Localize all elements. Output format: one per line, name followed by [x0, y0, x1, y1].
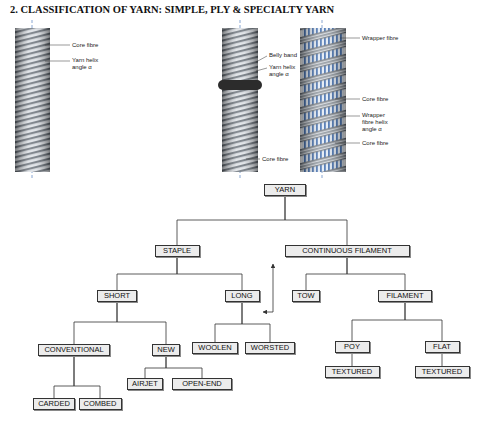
category-box: CONVENTIONAL — [38, 344, 110, 356]
tree-connector — [347, 257, 405, 290]
belly-band-yarn — [218, 20, 262, 180]
category-box: FLAT — [425, 341, 460, 353]
category-text: WORSTED — [251, 344, 289, 352]
tree-connector — [145, 356, 166, 378]
category-box: TOW — [292, 290, 320, 302]
wrapped-yarn — [300, 20, 346, 180]
tree-connector — [352, 302, 405, 341]
part-label: Core fibre — [362, 140, 388, 147]
category-text: POY — [344, 343, 360, 351]
category-text: NEW — [157, 346, 175, 354]
category-text: SHORT — [104, 292, 130, 300]
part-label: Wrapper fibre helix angle α — [362, 112, 398, 133]
category-text: COMBED — [84, 400, 117, 408]
category-text: CONTINUOUS FILAMENT — [302, 247, 392, 255]
category-text: OPEN-END — [182, 380, 222, 388]
category-box: OPEN-END — [172, 378, 232, 390]
category-text: TOW — [297, 292, 314, 300]
category-box: TEXTURED — [325, 366, 380, 378]
category-text: FILAMENT — [386, 292, 423, 300]
tree-connector — [177, 196, 285, 245]
category-text: STAPLE — [163, 247, 191, 255]
part-label: Core fibre — [362, 96, 388, 103]
part-label: Belly band — [269, 52, 297, 59]
category-box: LONG — [225, 290, 260, 302]
tree-connector — [352, 353, 353, 366]
tree-connector — [242, 302, 270, 342]
leader-lines — [45, 38, 360, 159]
tree-connector — [405, 302, 442, 341]
category-box: WORSTED — [245, 342, 295, 354]
category-box: POY — [335, 341, 370, 353]
category-text: FLAT — [433, 343, 451, 351]
category-box: STAPLE — [155, 245, 200, 257]
tree-connector — [166, 356, 202, 378]
category-box: TEXTURED — [415, 366, 470, 378]
category-text: LONG — [231, 292, 252, 300]
part-label: Wrapper fibre — [362, 35, 398, 42]
tree-connector — [117, 302, 166, 344]
page-title: 2. CLASSIFICATION OF YARN: SIMPLE, PLY &… — [10, 4, 334, 15]
part-label: Core fibre — [72, 42, 98, 49]
tree-connector — [177, 257, 242, 290]
tree-connector — [74, 356, 100, 398]
tree-connector — [285, 196, 347, 245]
tree-connector — [117, 257, 177, 290]
part-label: Yarn helix angle α — [72, 57, 104, 71]
category-text: TEXTURED — [422, 368, 462, 376]
category-box: AIRJET — [127, 378, 163, 390]
category-box: FILAMENT — [378, 290, 432, 302]
tree-connector — [215, 302, 242, 342]
conversion-arrow — [263, 312, 273, 313]
tree-connector — [442, 353, 443, 366]
category-box: CONTINUOUS FILAMENT — [285, 245, 410, 257]
category-box: WOOLEN — [192, 342, 238, 354]
category-box: YARN — [264, 184, 306, 196]
category-box: COMBED — [79, 398, 122, 410]
category-box: NEW — [152, 344, 180, 356]
category-text: TEXTURED — [332, 368, 372, 376]
part-label: Yarn helix angle α — [269, 64, 301, 78]
part-label: Core fibre — [262, 156, 288, 163]
tree-connector — [74, 302, 117, 344]
simple-yarn — [15, 20, 50, 180]
category-text: AIRJET — [132, 380, 158, 388]
category-text: YARN — [275, 186, 295, 194]
category-box: CARDED — [33, 398, 75, 410]
category-box: SHORT — [97, 290, 137, 302]
category-text: WOOLEN — [198, 344, 231, 352]
category-text: CARDED — [38, 400, 70, 408]
tree-connector — [306, 257, 347, 290]
category-text: CONVENTIONAL — [44, 346, 103, 354]
conversion-arrow — [273, 264, 274, 312]
tree-connector — [54, 356, 74, 398]
